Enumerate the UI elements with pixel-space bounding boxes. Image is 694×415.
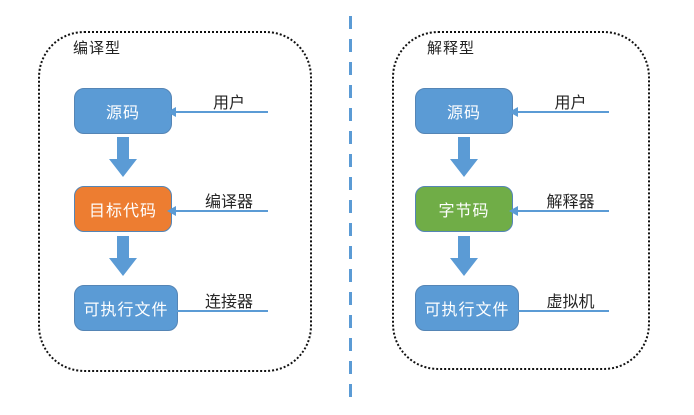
down-arrow-icon xyxy=(450,236,478,276)
panel-compiled: 编译型 源码 目标代码 可执行文件 用户 编译器 连接器 xyxy=(38,31,312,372)
left-arrow-line xyxy=(509,306,609,316)
node-source-code: 源码 xyxy=(74,88,172,134)
left-arrowhead-icon xyxy=(509,107,518,117)
input-label: 虚拟机 xyxy=(546,294,595,311)
left-arrowhead-icon xyxy=(509,206,518,216)
down-arrow-icon xyxy=(109,137,137,177)
dashed-divider-line xyxy=(349,16,352,402)
input-interpreter: 解释器 xyxy=(509,188,609,216)
left-arrow-line xyxy=(509,206,609,216)
left-arrow-line xyxy=(167,306,268,316)
panel-title: 编译型 xyxy=(73,40,122,57)
node-source-code: 源码 xyxy=(415,88,513,134)
input-label: 编译器 xyxy=(204,194,253,211)
input-label: 用户 xyxy=(554,95,587,112)
left-arrowhead-icon xyxy=(167,306,176,316)
left-arrow-line xyxy=(509,107,609,117)
left-arrow-line xyxy=(167,206,268,216)
node-object-code: 目标代码 xyxy=(74,186,172,232)
input-label: 连接器 xyxy=(204,294,253,311)
left-arrowhead-icon xyxy=(167,107,176,117)
down-arrow-icon xyxy=(450,137,478,177)
input-virtual-machine: 虚拟机 xyxy=(509,288,609,316)
input-user: 用户 xyxy=(167,89,268,117)
input-user: 用户 xyxy=(509,89,609,117)
input-label: 解释器 xyxy=(546,194,595,211)
node-executable-file: 可执行文件 xyxy=(415,285,519,331)
input-compiler: 编译器 xyxy=(167,188,268,216)
down-arrow-icon xyxy=(109,236,137,276)
panel-interpreted: 解释型 源码 字节码 可执行文件 用户 解释器 虚拟机 xyxy=(392,31,650,370)
left-arrowhead-icon xyxy=(509,306,518,316)
panel-title: 解释型 xyxy=(427,40,476,57)
input-label: 用户 xyxy=(212,95,245,112)
left-arrow-line xyxy=(167,107,268,117)
node-bytecode: 字节码 xyxy=(415,186,513,232)
input-linker: 连接器 xyxy=(167,288,268,316)
node-executable-file: 可执行文件 xyxy=(74,285,178,331)
left-arrowhead-icon xyxy=(167,206,176,216)
